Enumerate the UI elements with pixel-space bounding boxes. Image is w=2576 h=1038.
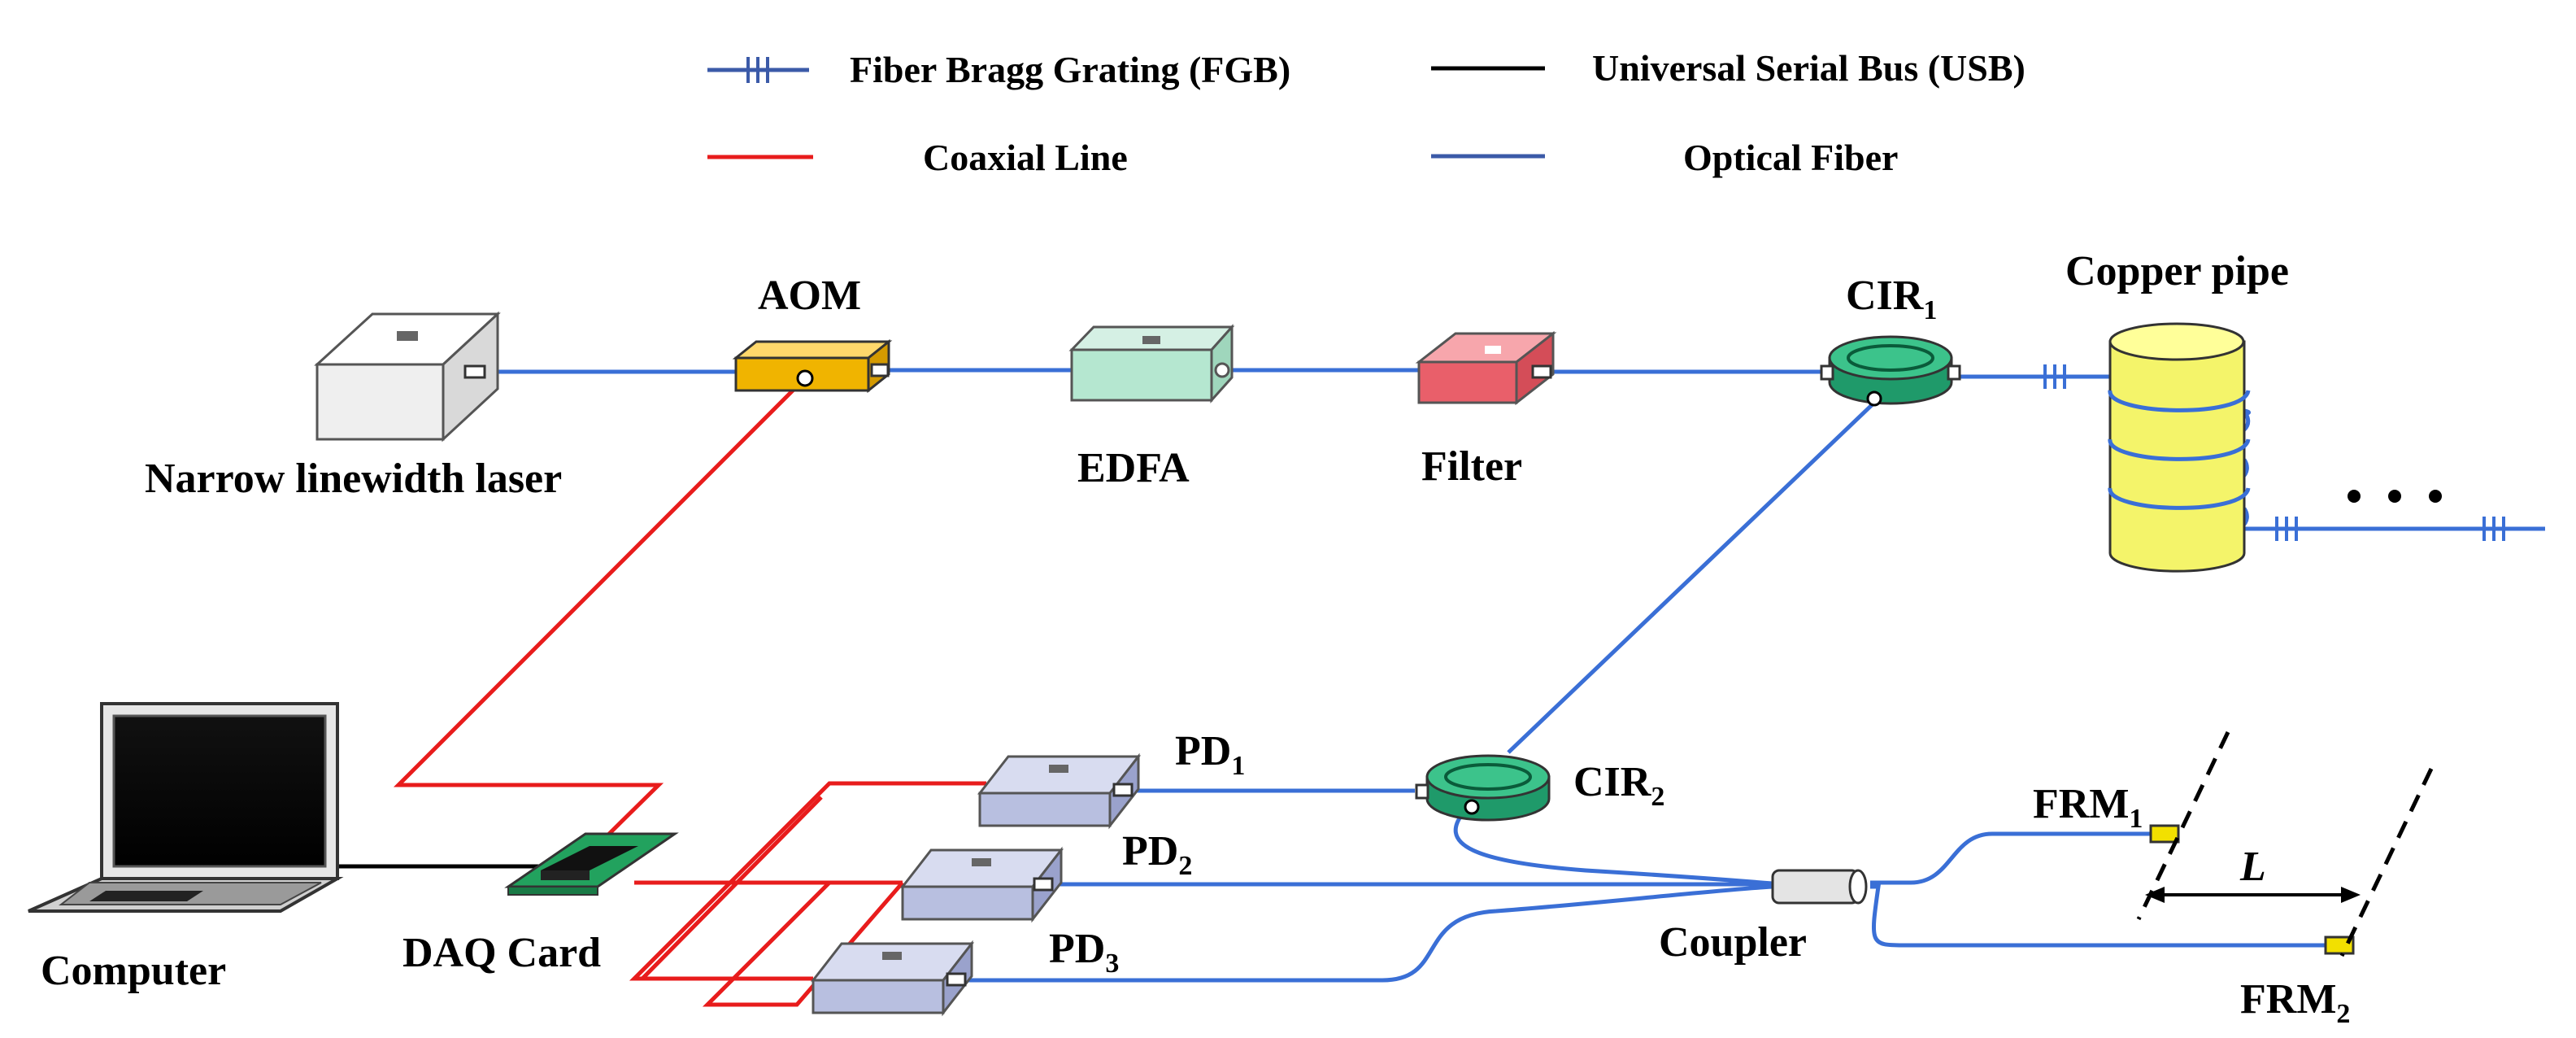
cir2-label: CIR2 <box>1573 759 1664 812</box>
pd3-device <box>810 940 975 1017</box>
fiber-coupler-frm2 <box>1870 884 2326 948</box>
length-label: L <box>2239 844 2266 890</box>
legend-fiber-label: Optical Fiber <box>1683 137 1898 178</box>
fiber-cir2-coupler <box>1453 806 1773 886</box>
edfa-device <box>1068 324 1235 403</box>
aom-label: AOM <box>758 273 861 319</box>
coax-pd3 <box>637 796 823 981</box>
pd3-label: PD3 <box>1049 926 1119 979</box>
laser-label: Narrow linewidth laser <box>145 456 562 502</box>
coax-aom-daq <box>393 377 807 841</box>
fiber-pd3-coupler <box>966 884 1773 983</box>
coupler-label: Coupler <box>1659 919 1807 966</box>
fiber-coupler-frm1 <box>1870 831 2153 885</box>
legend-fbg-label: Fiber Bragg Grating (FGB) <box>850 49 1290 90</box>
fiber-cir1-cir2 <box>1507 401 1876 754</box>
computer-label: Computer <box>41 948 226 994</box>
frm2-label: FRM2 <box>2240 976 2350 1029</box>
edfa-label: EDFA <box>1077 445 1190 491</box>
legend-coax: Coaxial Line <box>707 137 1128 178</box>
legend-usb: Universal Serial Bus (USB) <box>1431 47 2026 89</box>
pd1-label: PD1 <box>1175 728 1245 781</box>
coupler-device <box>1771 869 1868 905</box>
legend-usb-label: Universal Serial Bus (USB) <box>1592 47 2026 89</box>
pd1-device <box>977 752 1142 830</box>
computer-laptop <box>28 702 344 913</box>
pd2-label: PD2 <box>1122 828 1192 881</box>
daq-label: DAQ Card <box>402 930 601 976</box>
aom-device <box>732 338 893 394</box>
daq-card <box>504 832 679 896</box>
filter-label: Filter <box>1421 443 1522 490</box>
length-marker <box>2136 731 2434 957</box>
frm2-device <box>2324 936 2355 955</box>
cir2-device <box>1415 754 1551 822</box>
cir1-device <box>1820 335 1961 407</box>
fbg-marker-3 <box>2482 517 2505 541</box>
continuation-dots <box>2348 490 2442 503</box>
cir1-label: CIR1 <box>1846 273 1937 325</box>
optical-fibers <box>484 368 2545 983</box>
legend-fbg: Fiber Bragg Grating (FGB) <box>707 49 1290 90</box>
fbg-marker-2 <box>2275 517 2298 541</box>
fbg-marker-1 <box>2043 364 2066 389</box>
frm1-device <box>2149 824 2180 844</box>
legend: Fiber Bragg Grating (FGB) Universal Seri… <box>707 47 2026 178</box>
copper-pipe-label: Copper pipe <box>2065 248 2289 294</box>
legend-fiber: Optical Fiber <box>1431 137 1898 178</box>
legend-coax-label: Coaxial Line <box>923 137 1128 178</box>
frm1-label: FRM1 <box>2033 781 2143 834</box>
fbg-markers <box>2043 364 2505 541</box>
filter-device <box>1415 330 1557 406</box>
copper-pipe <box>2108 322 2251 573</box>
narrow-linewidth-laser <box>314 311 501 443</box>
pd2-device <box>899 846 1064 923</box>
